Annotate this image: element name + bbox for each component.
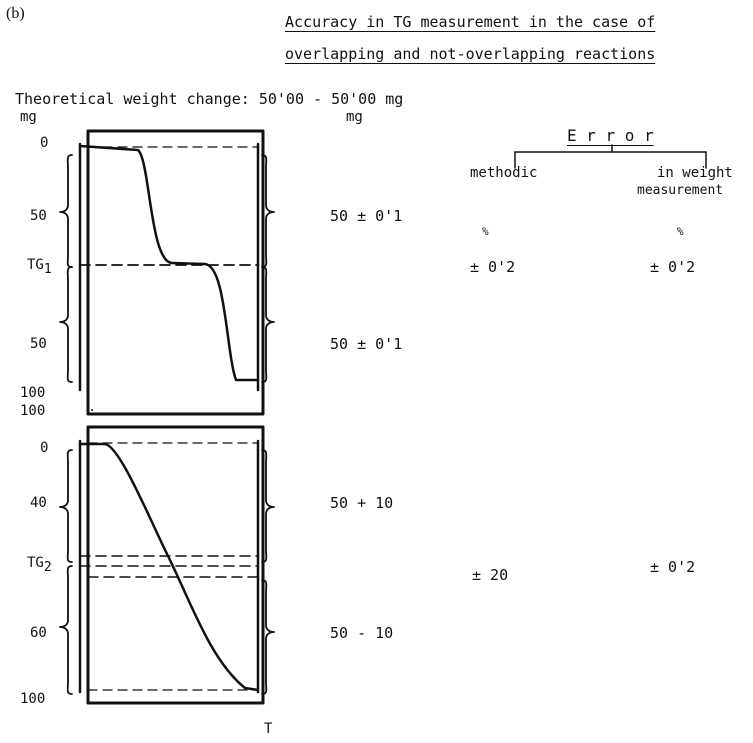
between-panels-label: 100 — [20, 403, 46, 419]
top-value-1: 50 ± 0'1 — [330, 207, 403, 225]
theoretical-weight-change: Theoretical weight change: 50'00 - 50'00… — [15, 90, 404, 108]
title-line-1: Accuracy in TG measurement in the case o… — [285, 13, 656, 31]
percent-weight: % — [677, 225, 684, 238]
error-header: E r r o r — [567, 126, 654, 145]
error-col-weight-line-2: measurement — [637, 183, 724, 198]
top-tg-curve — [78, 144, 260, 382]
top-error-methodic: ± 0'2 — [470, 258, 516, 276]
top-axis-label-100: 100 — [20, 385, 46, 401]
top-panel-frame — [86, 129, 265, 416]
panel-label: (b) — [6, 5, 25, 22]
bottom-tg-curve — [78, 442, 260, 692]
bottom-brace-left-lower — [59, 565, 73, 695]
top-axis-label-50b: 50 — [30, 336, 47, 352]
bottom-error-methodic: ± 20 — [472, 566, 509, 584]
bottom-axis-label-60: 60 — [30, 625, 47, 641]
bottom-value-2: 50 - 10 — [330, 624, 394, 642]
top-brace-right-lower — [261, 266, 275, 383]
bottom-panel-frame — [86, 425, 265, 705]
middle-unit-label: mg — [346, 109, 363, 125]
title-line-2: overlapping and not-overlapping reaction… — [285, 45, 656, 63]
error-col-weight-line-1: in weight — [657, 165, 733, 181]
bottom-error-weight: ± 0'2 — [650, 558, 696, 576]
bottom-axis-label-40: 40 — [30, 495, 47, 511]
top-axis-label-50a: 50 — [30, 208, 47, 224]
bottom-brace-left-upper — [59, 449, 73, 563]
error-col-methodic: methodic — [470, 165, 538, 181]
top-brace-left-upper — [59, 154, 73, 268]
bottom-brace-right-lower — [261, 579, 275, 695]
bottom-axis-label-tg2: TG2 — [27, 555, 52, 575]
top-axis-label-0: 0 — [40, 135, 49, 151]
bottom-axis-label-0: 0 — [40, 440, 49, 456]
top-brace-left-lower — [59, 266, 73, 383]
top-brace-right-upper — [261, 154, 275, 268]
bottom-axis-label-100: 100 — [20, 691, 46, 707]
left-unit-label: mg — [20, 109, 37, 125]
percent-methodic: % — [482, 225, 489, 238]
x-axis-label-t: T — [264, 721, 273, 737]
bottom-value-1: 50 + 10 — [330, 494, 394, 512]
top-error-weight: ± 0'2 — [650, 258, 696, 276]
top-value-2: 50 ± 0'1 — [330, 335, 403, 353]
bottom-brace-right-upper — [261, 449, 275, 563]
top-axis-label-tg1: TG1 — [27, 257, 52, 277]
stray-dot — [91, 409, 93, 411]
